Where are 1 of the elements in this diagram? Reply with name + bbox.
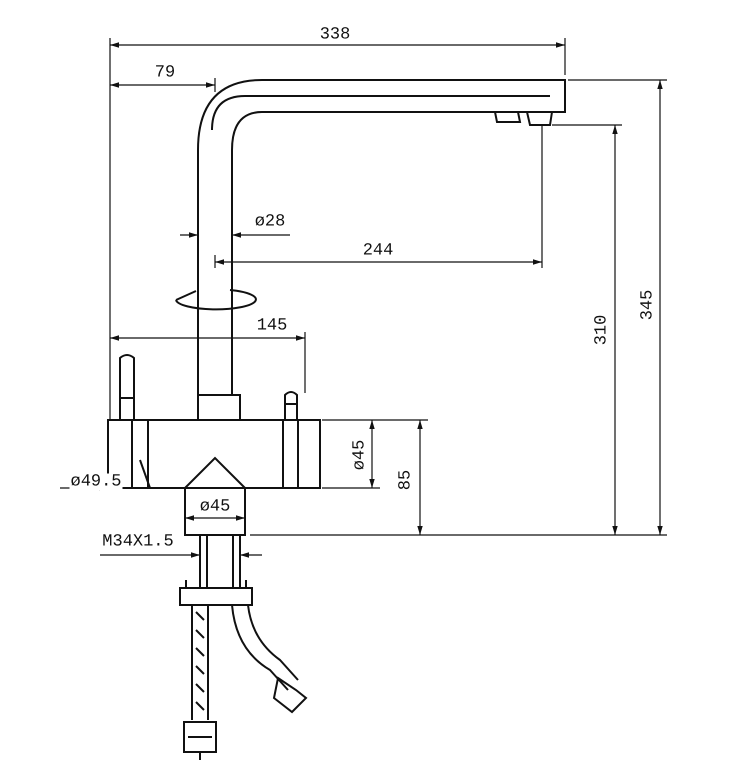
dimension-label: ø49.5 (70, 474, 122, 490)
